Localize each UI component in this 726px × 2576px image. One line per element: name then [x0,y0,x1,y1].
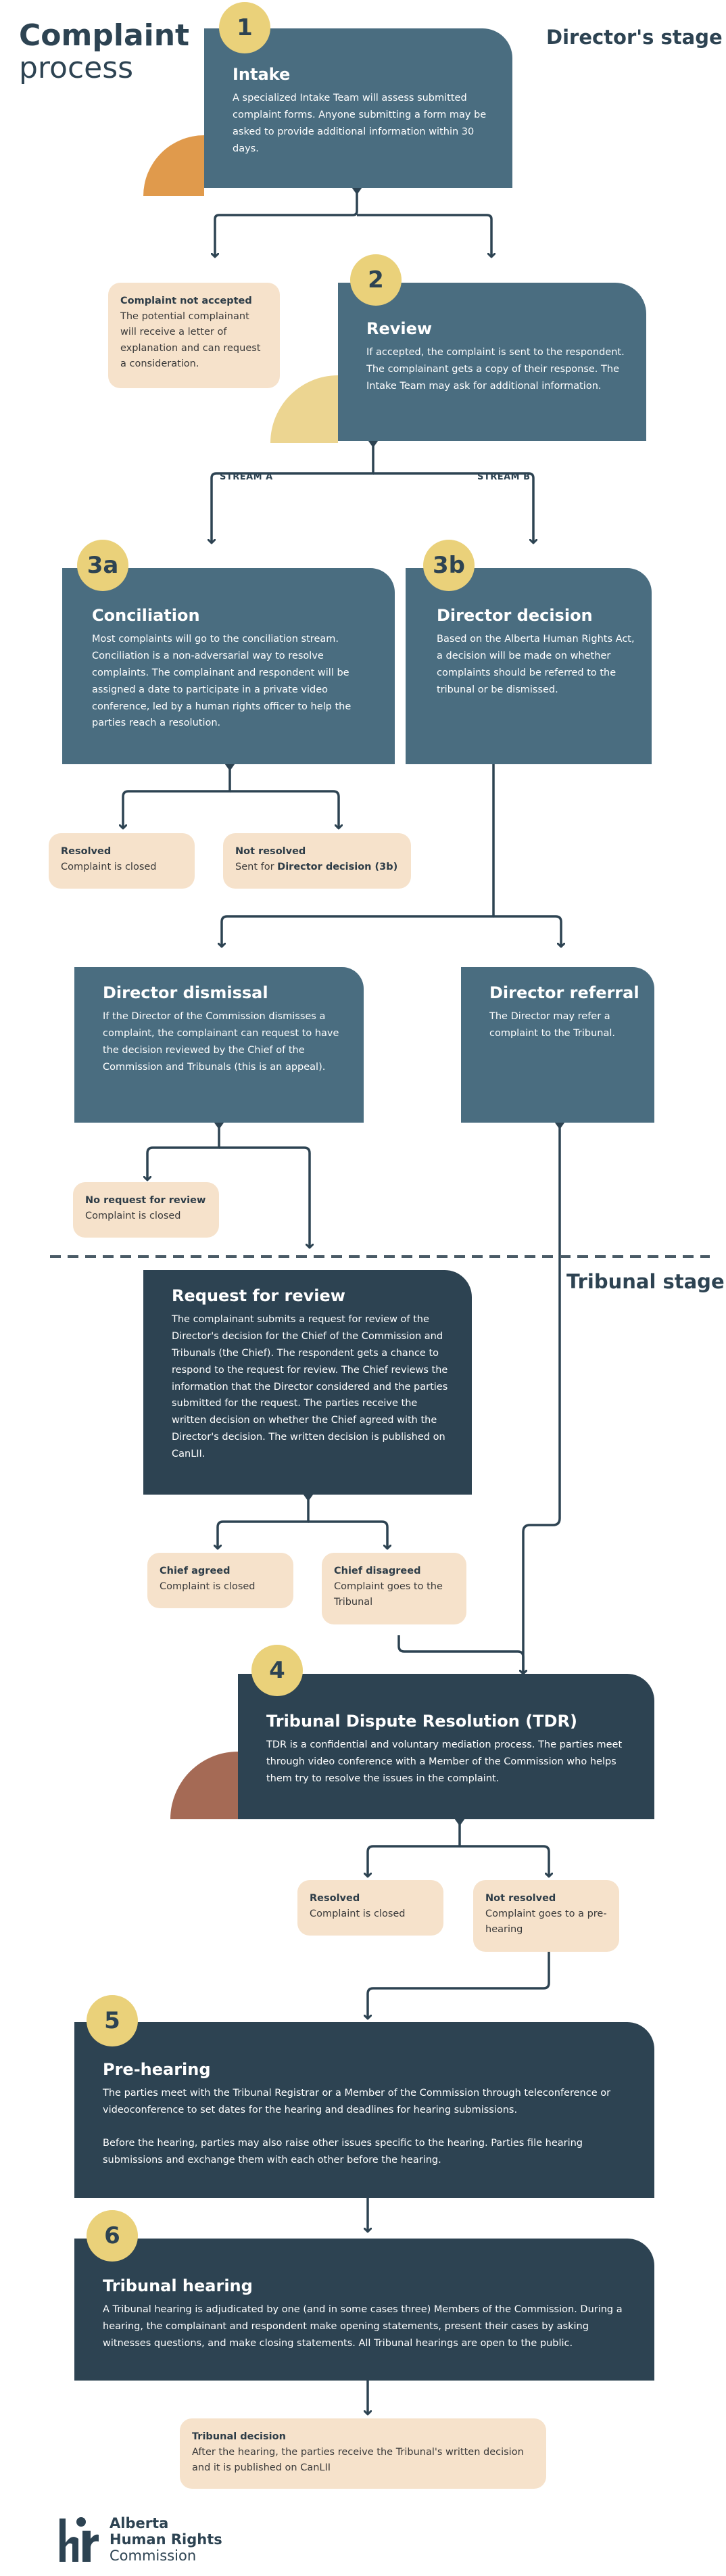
logo-line-3: Commission [110,2548,197,2564]
director-referral-body: The Director may refer a complaint to th… [489,1010,615,1039]
hearing-body: A Tribunal hearing is adjudicated by one… [103,2303,623,2349]
chief-disagreed-title: Chief disagreed [334,1566,421,1576]
review-title: Review [366,319,433,338]
tribunal-decision-note: Tribunal decision After the hearing, the… [180,2418,546,2489]
chief-agreed-body: Complaint is closed [160,1581,256,1593]
tdr-box: Tribunal Dispute Resolution (TDR) TDR is… [238,1674,654,1819]
tdr-title: Tribunal Dispute Resolution (TDR) [266,1712,577,1731]
review-box: Review If accepted, the complaint is sen… [338,283,646,441]
intake-quarter-circle [143,135,204,196]
director-decision-title: Director decision [437,606,593,625]
conc-resolved-body: Complaint is closed [61,862,157,873]
hearing-title: Tribunal hearing [103,2276,253,2295]
chief-agreed-title: Chief agreed [160,1566,231,1576]
prehearing-body-1: The parties meet with the Tribunal Regis… [103,2087,611,2115]
step-3a-number: 3a [77,540,128,591]
director-dismissal-box: Director dismissal If the Director of th… [74,967,364,1123]
conciliation-not-resolved-note: Not resolved Sent for Director decision … [223,833,411,889]
chief-agreed-note: Chief agreed Complaint is closed [147,1553,293,1608]
hearing-box: Tribunal hearing A Tribunal hearing is a… [74,2239,654,2381]
page-title: Complaint process [19,20,208,86]
intake-body: A specialized Intake Team will assess su… [233,92,487,154]
tdr-not-resolved-body: Complaint goes to a pre-hearing [485,1908,607,1936]
tdr-quarter-circle [170,1752,238,1819]
tdr-resolved-body: Complaint is closed [310,1908,406,1920]
complaint-not-accepted-note: Complaint not accepted The potential com… [108,283,280,388]
step-1-number: 1 [219,2,270,53]
conc-not-resolved-body-pre: Sent for [235,862,278,873]
no-request-title: No request for review [85,1195,206,1206]
intake-box: Intake A specialized Intake Team will as… [204,28,512,188]
step-5-number: 5 [87,1995,138,2046]
director-referral-box: Director referral The Director may refer… [461,967,654,1123]
request-review-body: The complainant submits a request for re… [172,1313,448,1460]
not-accepted-title: Complaint not accepted [120,296,252,306]
logo-line-2: Human Rights [110,2531,222,2548]
prehearing-box: Pre-hearing The parties meet with the Tr… [74,2022,654,2198]
conciliation-body: Most complaints will go to the conciliat… [92,633,352,729]
title-line-1: Complaint [19,18,190,53]
prehearing-title: Pre-hearing [103,2060,211,2079]
director-dismissal-body: If the Director of the Commission dismis… [103,1010,339,1073]
not-accepted-body: The potential complainant will receive a… [120,311,261,369]
stream-b-label: STREAM B [477,472,531,482]
tdr-resolved-title: Resolved [310,1893,360,1904]
step-3b-number: 3b [423,540,475,591]
title-line-2: process [19,51,134,86]
tribunal-decision-body: After the hearing, the parties receive t… [192,2447,524,2474]
tdr-not-resolved-title: Not resolved [485,1893,556,1904]
conciliation-resolved-note: Resolved Complaint is closed [49,833,195,889]
ahrc-logo-icon [59,2517,99,2562]
stream-a-label: STREAM A [220,472,273,482]
review-quarter-circle [270,375,338,443]
conc-resolved-title: Resolved [61,846,112,857]
tdr-body: TDR is a confidential and voluntary medi… [266,1739,623,1784]
request-review-title: Request for review [172,1286,345,1305]
step-6-number: 6 [87,2210,138,2262]
conciliation-box: Conciliation Most complaints will go to … [62,568,395,764]
directors-stage-label: Director's stage [546,26,723,49]
step-4-number: 4 [251,1645,303,1696]
director-referral-title: Director referral [489,983,639,1002]
tdr-not-resolved-note: Not resolved Complaint goes to a pre-hea… [473,1880,619,1952]
tdr-resolved-note: Resolved Complaint is closed [297,1880,443,1936]
no-request-note: No request for review Complaint is close… [73,1182,219,1238]
request-review-box: Request for review The complainant submi… [143,1270,472,1495]
intake-title: Intake [233,65,291,84]
tribunal-decision-title: Tribunal decision [192,2431,286,2442]
conc-not-resolved-body-bold: Director decision (3b) [277,862,398,873]
conc-not-resolved-title: Not resolved [235,846,306,857]
step-2-number: 2 [350,254,402,306]
no-request-body: Complaint is closed [85,1211,181,1222]
review-body: If accepted, the complaint is sent to th… [366,346,625,392]
chief-disagreed-body: Complaint goes to the Tribunal [334,1581,443,1608]
tribunal-stage-label: Tribunal stage [566,1270,725,1293]
chief-disagreed-note: Chief disagreed Complaint goes to the Tr… [322,1553,466,1624]
prehearing-body-2: Before the hearing, parties may also rai… [103,2137,583,2165]
director-decision-body: Based on the Alberta Human Rights Act, a… [437,633,635,695]
conciliation-title: Conciliation [92,606,200,625]
director-dismissal-title: Director dismissal [103,983,268,1002]
director-decision-box: Director decision Based on the Alberta H… [406,568,652,764]
commission-logo: Alberta Human Rights Commission [57,2515,260,2565]
logo-line-1: Alberta [110,2515,169,2531]
